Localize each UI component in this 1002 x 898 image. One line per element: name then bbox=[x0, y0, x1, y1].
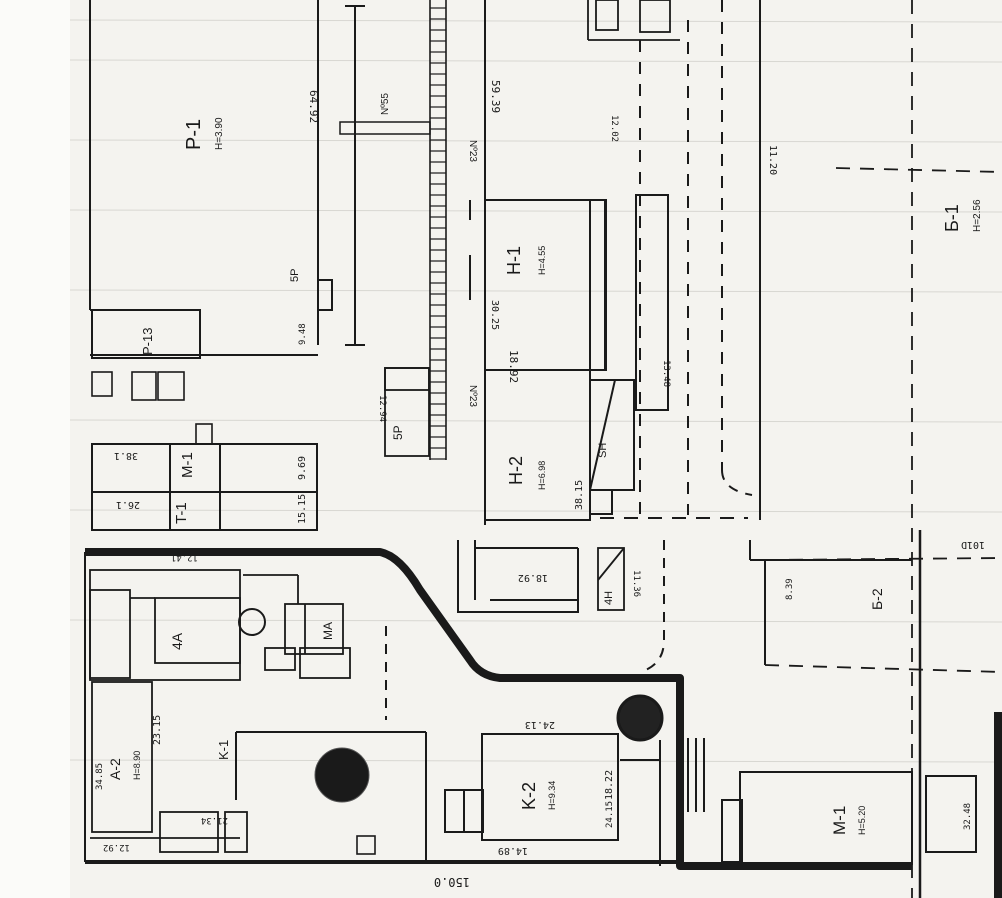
marker-circle-filled-left bbox=[315, 748, 369, 802]
label-dim-948: 9.48 bbox=[298, 323, 308, 345]
label-dim-261: 26.1 bbox=[116, 499, 140, 510]
right-dashed-lines bbox=[764, 0, 1002, 898]
building-t1 bbox=[91, 491, 318, 531]
label-dim-1241: 12.41 bbox=[171, 552, 198, 562]
label-h2: H-2 bbox=[506, 456, 526, 485]
site-boundary-thick bbox=[85, 548, 912, 870]
small-box-k1 bbox=[356, 835, 376, 855]
label-n23-a: Nº23 bbox=[467, 140, 478, 162]
label-h1: H-1 bbox=[504, 246, 524, 275]
label-k1: K-1 bbox=[216, 740, 231, 760]
building-ma bbox=[243, 574, 351, 679]
label-dim-1122: 11.20 bbox=[767, 145, 778, 175]
label-b1: Б-1 bbox=[942, 204, 962, 232]
label-dim-381: 38.1 bbox=[114, 450, 138, 461]
building-sp-small bbox=[317, 279, 333, 311]
label-dim-1892-b: 18.92 bbox=[518, 572, 548, 583]
label-p1-height: H=3.90 bbox=[214, 117, 225, 150]
label-dim-969: 9.69 bbox=[297, 456, 308, 480]
label-m1-right: M-1 bbox=[830, 806, 849, 835]
rail-track-ties bbox=[430, 7, 446, 460]
building-1892-lower bbox=[457, 540, 579, 613]
stairs bbox=[687, 738, 705, 812]
label-k2: K-2 bbox=[519, 782, 539, 810]
marker-circle-filled-right bbox=[618, 696, 662, 740]
marker-circle-filled-right-ring bbox=[616, 694, 664, 742]
label-dim-1294: 12.94 bbox=[377, 395, 387, 422]
label-dim-3248: 32.48 bbox=[963, 803, 973, 830]
label-h2-height: H=6.98 bbox=[537, 461, 547, 490]
label-dim-3025: 30.25 bbox=[489, 300, 500, 330]
label-b2: Б-2 bbox=[869, 588, 885, 610]
left-margin bbox=[0, 0, 70, 898]
label-b1-height: H=2.56 bbox=[972, 199, 983, 232]
label-dim-6492: 64.92 bbox=[307, 90, 320, 123]
labels-group: P-1 H=3.90 64.92 59.39 Nº55 Nº23 Nº23 H-… bbox=[95, 80, 985, 889]
building-sp bbox=[384, 367, 430, 457]
label-dim-1348: 13.48 bbox=[661, 360, 671, 387]
building-m1-right bbox=[721, 712, 1002, 898]
label-4a: 4A bbox=[169, 632, 185, 650]
yard-k1 bbox=[235, 626, 427, 862]
label-p13: P-13 bbox=[140, 328, 155, 355]
label-sp: 5P bbox=[391, 425, 405, 440]
label-dim-2415: 24.15 bbox=[605, 801, 615, 828]
rail-track bbox=[429, 0, 447, 460]
label-dim-2315: 23.15 bbox=[152, 715, 163, 745]
building-p13 bbox=[91, 309, 201, 359]
label-dim-1500: 150.0 bbox=[434, 875, 470, 889]
dashed-road-edges bbox=[639, 0, 723, 515]
label-dim-101d: 101D bbox=[961, 539, 985, 550]
label-dim-1822: 18.22 bbox=[604, 770, 615, 800]
label-dim-3815: 38.15 bbox=[574, 480, 585, 510]
label-sp-small: 5P bbox=[289, 269, 301, 282]
label-dim-1202: 12.02 bbox=[609, 115, 619, 142]
label-dim-2134: 21.34 bbox=[201, 815, 228, 825]
label-p1: P-1 bbox=[183, 119, 205, 150]
label-dim-1136: 11.36 bbox=[631, 570, 641, 597]
label-dim-1892-a: 18.92 bbox=[507, 350, 520, 383]
label-n23-b: Nº23 bbox=[467, 385, 478, 407]
label-dim-1515: 15.15 bbox=[297, 494, 308, 524]
scan-texture bbox=[69, 19, 1002, 763]
label-a2-height: H=8.90 bbox=[132, 751, 142, 780]
label-m1: M-1 bbox=[179, 452, 196, 478]
marker-circle-filled-left-ring bbox=[314, 747, 370, 803]
label-h1-height: H=4.55 bbox=[537, 246, 547, 275]
label-dim-5939: 59.39 bbox=[489, 80, 502, 113]
building-k2 bbox=[444, 733, 661, 866]
building-b2 bbox=[749, 540, 912, 665]
label-t1: T-1 bbox=[173, 502, 190, 524]
label-m1-right-height: H=5.20 bbox=[857, 806, 867, 835]
n55-marker bbox=[339, 121, 431, 135]
road-curve bbox=[721, 469, 753, 496]
label-dim-839: 8.39 bbox=[785, 578, 795, 600]
label-dim-1292: 12.92 bbox=[103, 842, 130, 852]
building-1348 bbox=[635, 194, 669, 411]
label-dim-2413: 24.13 bbox=[525, 719, 555, 730]
label-dim-1489: 14.89 bbox=[498, 845, 528, 856]
label-4h: 4H bbox=[603, 591, 615, 605]
label-sh: SH bbox=[597, 443, 609, 458]
label-a2: A-2 bbox=[107, 758, 123, 780]
label-n55: Nº55 bbox=[380, 93, 391, 115]
label-dim-3485: 34.85 bbox=[95, 763, 105, 790]
building-h2 bbox=[484, 369, 635, 521]
lower-left-buildings bbox=[89, 569, 248, 853]
top-right-small-blocks bbox=[587, 0, 680, 41]
label-ma: MA bbox=[321, 622, 335, 640]
label-k2-height: H=9.34 bbox=[547, 781, 557, 810]
building-4h bbox=[597, 547, 625, 611]
marker-circle-upper bbox=[238, 608, 266, 636]
